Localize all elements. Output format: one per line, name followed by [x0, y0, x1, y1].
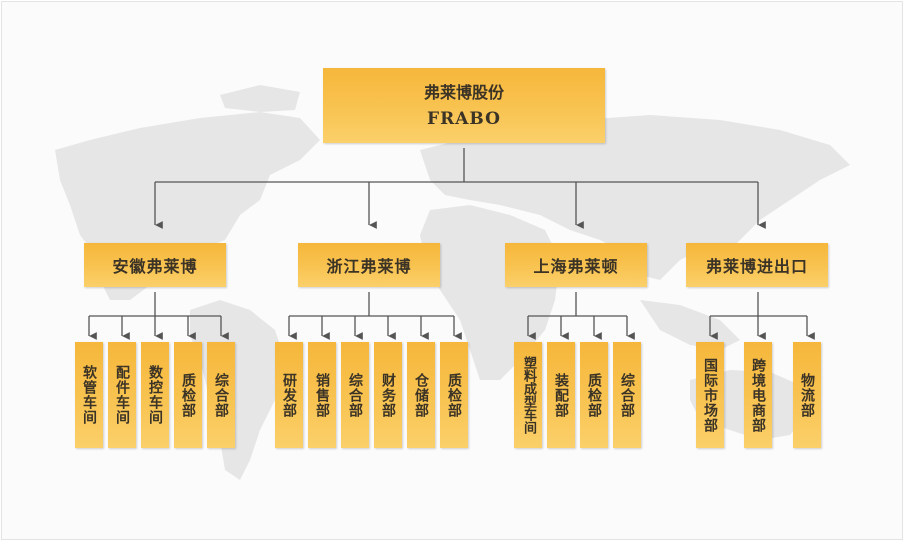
division-zhejiang: 浙江弗莱博	[298, 243, 440, 287]
department: 数控车间	[141, 342, 169, 448]
department: 物流部	[793, 342, 821, 448]
department: 跨境电商部	[744, 342, 772, 448]
division-anhui: 安徽弗莱博	[84, 243, 226, 287]
department: 综合部	[207, 342, 235, 448]
department: 装配部	[547, 342, 575, 448]
department: 配件车间	[108, 342, 136, 448]
department: 销售部	[308, 342, 336, 448]
division-shanghai: 上海弗莱顿	[505, 243, 647, 287]
root-node-frabo: 弗莱博股份 FRABO	[323, 68, 605, 143]
department: 综合部	[613, 342, 641, 448]
division-import-export: 弗莱博进出口	[686, 243, 828, 287]
department: 研发部	[275, 342, 303, 448]
department: 质检部	[174, 342, 202, 448]
root-name-cn: 弗莱博股份	[423, 82, 504, 102]
department: 软管车间	[75, 342, 103, 448]
department: 质检部	[440, 342, 468, 448]
department: 质检部	[580, 342, 608, 448]
department: 国际市场部	[696, 342, 724, 448]
root-name-en: FRABO	[427, 108, 501, 129]
department: 综合部	[341, 342, 369, 448]
department: 塑料成型车间	[514, 342, 542, 448]
department: 仓储部	[407, 342, 435, 448]
department: 财务部	[374, 342, 402, 448]
